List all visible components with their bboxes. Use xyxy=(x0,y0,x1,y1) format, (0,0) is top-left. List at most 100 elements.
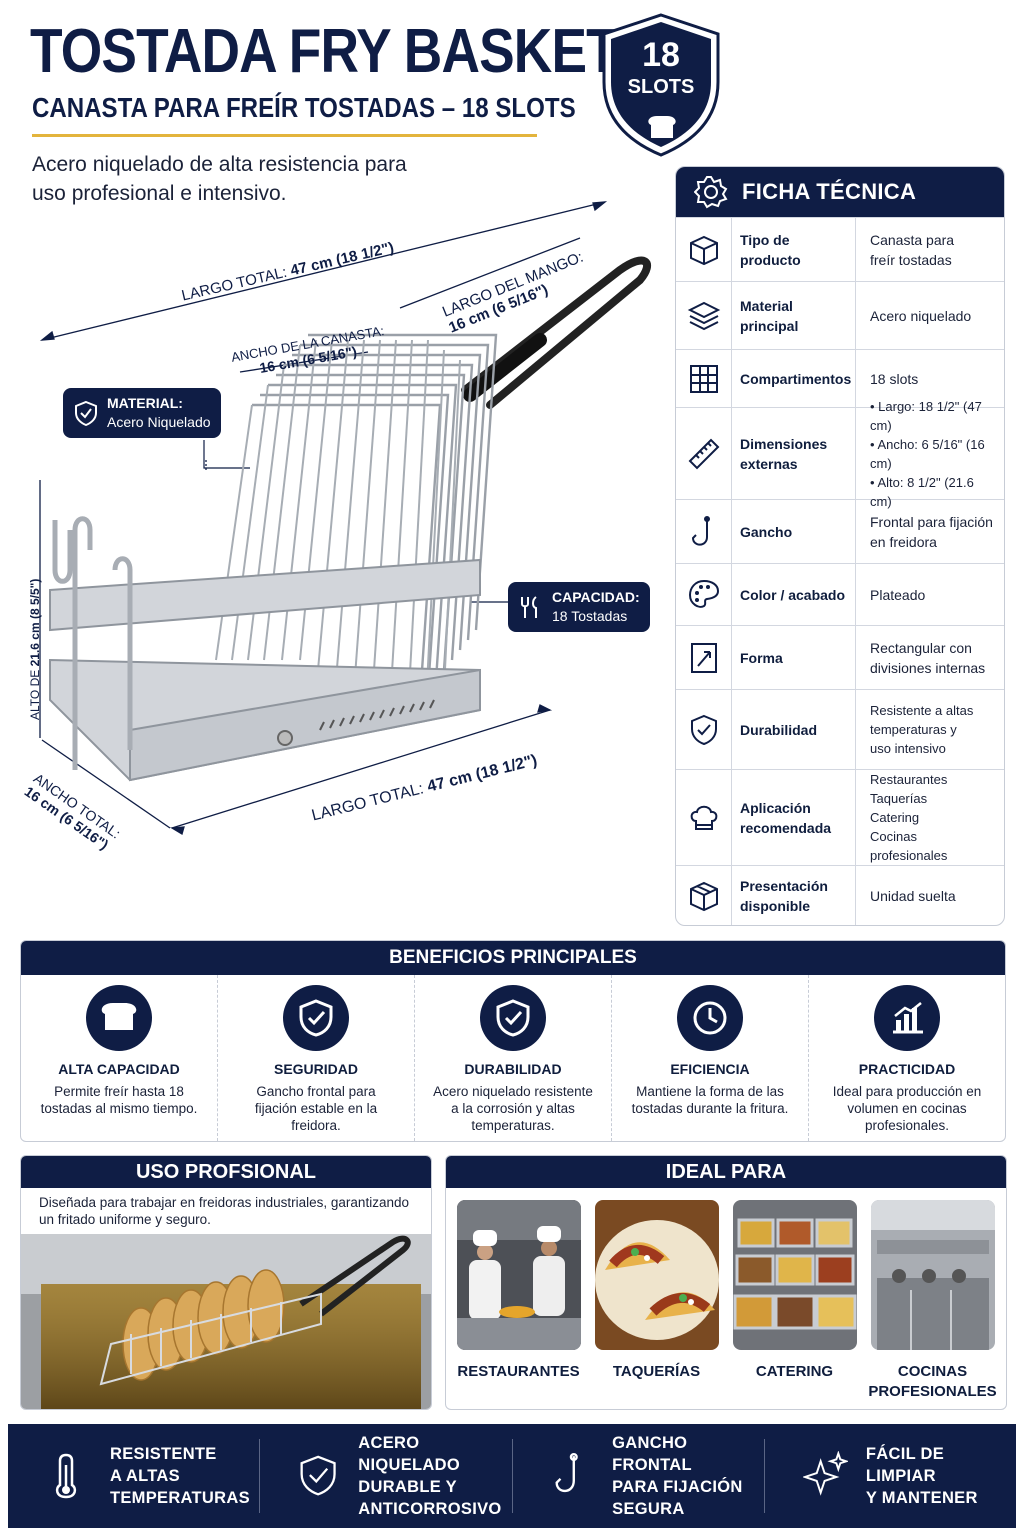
footer-feature: ACERO NIQUELADO DURABLE Y ANTICORROSIVO xyxy=(260,1434,513,1518)
restaurant-kitchen-photo xyxy=(456,1200,581,1350)
footer-line: PARA FIJACIÓN xyxy=(612,1478,743,1496)
spec-value-line: divisiones internas xyxy=(870,659,986,676)
spec-key: Material principal xyxy=(732,282,856,349)
product-description: Acero niquelado de alta resistencia para… xyxy=(32,153,407,205)
uso-title: USO PROFSIONAL xyxy=(21,1156,431,1188)
footer-line: SEGURA xyxy=(612,1500,685,1518)
spec-value-line: Canasta para xyxy=(870,231,955,248)
palette-icon xyxy=(688,579,719,608)
thermometer-icon xyxy=(55,1453,77,1499)
benefit-title: PRACTICIDAD xyxy=(858,1061,956,1077)
ficha-tecnica-header: FICHA TÉCNICA xyxy=(676,167,1004,217)
bread-icon xyxy=(648,116,676,138)
footer-line: ANTICORROSIVO xyxy=(358,1500,502,1518)
spec-value-line: Catering xyxy=(870,810,920,825)
ruler-icon xyxy=(688,438,719,469)
footer-line: RESISTENTE xyxy=(110,1445,217,1463)
spec-key: Forma xyxy=(732,626,856,689)
slots-badge-shield xyxy=(602,13,720,157)
footer-line: FÁCIL DE LIMPIAR xyxy=(865,1445,945,1485)
alto-dim: ALTO DE 21.6 cm (8 5/5") xyxy=(28,578,42,720)
footer-line: Y MANTENER xyxy=(865,1489,978,1507)
spec-icon-cell xyxy=(676,866,732,925)
spec-value-line: Unidad suelta xyxy=(870,887,956,904)
spec-icon-cell xyxy=(676,690,732,769)
uso-profesional-panel: USO PROFSIONAL Diseñada para trabajar en… xyxy=(20,1155,432,1410)
footer-line: ACERO NIQUELADO xyxy=(358,1434,460,1474)
badge-number: 18 xyxy=(642,36,680,74)
footer-feature-text: GANCHO FRONTAL PARA FIJACIÓN SEGURA xyxy=(612,1432,764,1520)
cutlery-icon xyxy=(521,596,537,618)
professional-kitchen-photo xyxy=(870,1200,995,1350)
benefit-icon-circle xyxy=(874,985,940,1051)
catering-trays-photo xyxy=(732,1200,857,1350)
spec-value: Unidad suelta xyxy=(856,866,1004,925)
benefit-title: DURABILIDAD xyxy=(464,1061,562,1077)
material-callout: MATERIAL: Acero Niquelado xyxy=(63,388,221,438)
spec-row: Material principal Acero niquelado xyxy=(676,281,1004,349)
ideal-para-panel: IDEAL PARA RESTAURANTES xyxy=(445,1155,1007,1410)
ideal-title: IDEAL PARA xyxy=(446,1156,1006,1188)
spec-row: Presentación disponible Unidad suelta xyxy=(676,865,1004,925)
benefits-title: BENEFICIOS PRINCIPALES xyxy=(21,941,1005,975)
clock-icon xyxy=(693,1001,727,1035)
ideal-item-taquerias: TAQUERÍAS xyxy=(592,1200,721,1402)
footer-line: TEMPERATURAS xyxy=(110,1489,250,1507)
title-underline xyxy=(32,134,537,137)
spec-value: 18 slots xyxy=(856,350,1004,407)
spec-value-line: en freidora xyxy=(870,533,937,550)
spec-icon-cell xyxy=(676,408,732,499)
footer-line: GANCHO FRONTAL xyxy=(612,1434,692,1474)
footer-line: DURABLE Y xyxy=(358,1478,457,1496)
spec-value: Canasta para freír tostadas xyxy=(856,218,1004,281)
spec-value-line: temperaturas y xyxy=(870,722,957,737)
benefit-title: SEGURIDAD xyxy=(273,1061,358,1077)
bread-icon xyxy=(101,1003,137,1030)
spec-key: Durabilidad xyxy=(732,690,856,769)
benefit-icon-circle xyxy=(480,985,546,1051)
spec-key: Compartimentos xyxy=(732,350,856,407)
spec-key: Gancho xyxy=(732,500,856,563)
spec-value-line: freír tostadas xyxy=(870,251,952,268)
ideal-item-catering: CATERING xyxy=(730,1200,859,1402)
spec-key: Presentación disponible xyxy=(732,866,856,925)
fry-basket-drawing xyxy=(39,201,651,835)
benefit-item: ALTA CAPACIDAD Permite freír hasta 18 tos… xyxy=(21,975,218,1141)
spec-value-line: • Largo: 18 1/2" (47 cm) xyxy=(870,398,982,433)
badge-text: SLOTS xyxy=(627,76,695,98)
ideal-item-restaurantes: RESTAURANTES xyxy=(454,1200,583,1402)
features-footer: RESISTENTE A ALTAS TEMPERATURAS ACERO NIQUE… xyxy=(8,1424,1016,1528)
spec-value-line: • Alto: 8 1/2" (21.6 cm) xyxy=(870,474,974,509)
ideal-label: TAQUERÍAS xyxy=(612,1363,701,1380)
spec-value-line: uso intensivo xyxy=(870,741,946,756)
shield-check-icon xyxy=(300,1455,336,1496)
spec-value-line: Plateado xyxy=(870,586,926,603)
spec-value-line: • Ancho: 6 5/16" (16 cm) xyxy=(870,436,985,471)
spec-icon-cell xyxy=(676,770,732,865)
spec-value-line: Acero niquelado xyxy=(870,307,972,324)
box-icon xyxy=(689,235,718,265)
footer-feature: RESISTENTE A ALTAS TEMPERATURAS xyxy=(8,1439,261,1513)
shield-check-icon xyxy=(299,999,333,1037)
benefit-text: Acero niquelado resistente a la corrosió… xyxy=(433,1084,593,1133)
benefit-text: Ideal para producción en volumen en coci… xyxy=(832,1084,982,1133)
shape-icon xyxy=(690,642,717,673)
spec-icon-cell xyxy=(676,218,732,281)
benefit-title: EFICIENCIA xyxy=(670,1061,750,1077)
footer-line: A ALTAS xyxy=(110,1467,180,1485)
benefit-title: ALTA CAPACIDAD xyxy=(58,1061,180,1077)
tacos-photo xyxy=(594,1200,719,1350)
benefit-item: PRACTICIDAD Ideal para producción en volu… xyxy=(809,975,1005,1141)
benefit-text: Permite freír hasta 18 tostadas al mismo… xyxy=(40,1084,198,1116)
ficha-tecnica-title: FICHA TÉCNICA xyxy=(742,179,917,204)
product-illustration: LARGO TOTAL: 47 cm (18 1/2") LARGO DEL M… xyxy=(20,190,660,870)
footer-feature: FÁCIL DE LIMPIAR Y MANTENER xyxy=(765,1439,1016,1513)
